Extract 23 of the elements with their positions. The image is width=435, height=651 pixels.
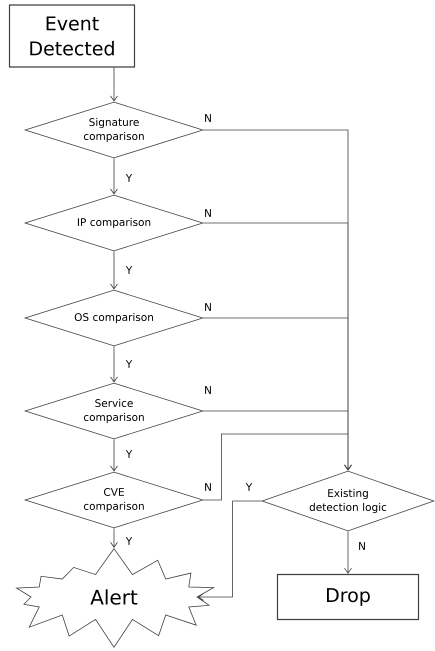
arrow [110,439,118,472]
edge-label: N [203,482,213,492]
process-box: Drop [276,574,420,620]
arrow [110,251,118,290]
arrow [198,500,262,601]
edge-label: N [203,208,213,218]
edge-label: N [203,385,213,395]
edge-label: Y [124,359,134,369]
edge-label: N [357,541,367,551]
arrow [344,531,352,574]
arrow [110,67,118,102]
edge-label: N [203,302,213,312]
edge-label: Y [244,482,254,492]
edge-label: N [203,113,213,123]
arrow [110,158,118,195]
edge-label: Y [124,265,134,275]
arrow [110,528,118,548]
process-box: Event Detected [8,4,136,68]
edge-label: Y [124,449,134,459]
edge-label: Y [124,173,134,183]
edge-label: Y [124,536,134,546]
arrow [203,434,352,500]
arrow [110,346,118,383]
